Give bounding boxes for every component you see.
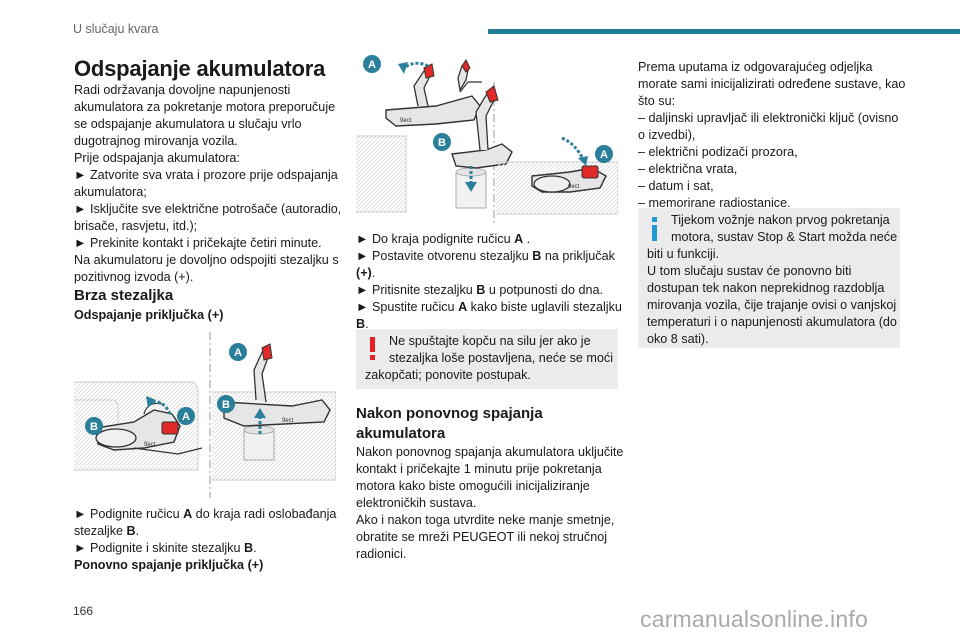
text-line: obratite se mreži PEUGEOT ili nekoj stru… bbox=[356, 530, 608, 544]
info-line: U tom slučaju sustav će ponovno biti bbox=[647, 264, 852, 278]
text-line: dugotrajnog mirovanja vozila. bbox=[74, 134, 238, 148]
text-line: ► Isključite sve električne potrošače (a… bbox=[74, 202, 342, 216]
text-line: Prije odspajanja akumulatora: bbox=[74, 151, 240, 165]
step-line: stezaljke B. bbox=[74, 524, 140, 538]
info-line: Tijekom vožnje nakon prvog pokretanja bbox=[671, 213, 890, 227]
warning-icon bbox=[370, 337, 375, 360]
text-line: elektroničkih sustava. bbox=[356, 496, 477, 510]
text-line: se odspajanje akumulatora u slučaju vrlo bbox=[74, 117, 302, 131]
info-note: Tijekom vožnje nakon prvog pokretanja mo… bbox=[638, 208, 900, 348]
svg-text:9ect: 9ect bbox=[144, 442, 156, 448]
callout-b: B bbox=[438, 137, 446, 149]
step-line: ► Spustite ručicu A kako biste uglavili … bbox=[356, 300, 622, 314]
watermark: carmanualsonline.info bbox=[640, 606, 868, 632]
info-line: motora, sustav Stop & Start možda neće bbox=[671, 230, 898, 244]
text-line: radionici. bbox=[356, 547, 407, 561]
callout-a: A bbox=[182, 411, 190, 423]
step-line: B. bbox=[356, 317, 369, 331]
page-number: 166 bbox=[73, 604, 94, 618]
section-label: U slučaju kvara bbox=[73, 22, 159, 36]
warning-line: stezaljka loše postavljena, neće se moći bbox=[389, 351, 614, 365]
step-line: ► Podignite ručicu A do kraja radi oslob… bbox=[74, 507, 337, 521]
text-line: Ako i nakon toga utvrdite neke manje sme… bbox=[356, 513, 615, 527]
text-line: kontakt i pričekajte 1 minutu prije pokr… bbox=[356, 462, 602, 476]
disconnect-heading: Odspajanje priključka (+) bbox=[74, 308, 224, 322]
text-line: akumulatora za pokretanje motora preporu… bbox=[74, 100, 336, 114]
text-line: što su: bbox=[638, 94, 676, 108]
callout-b: B bbox=[90, 421, 98, 433]
section-heading-after-reconnect: Nakon ponovnog spajanja akumulatora bbox=[356, 405, 543, 442]
step-line: ► Pritisnite stezaljku B u potpunosti do… bbox=[356, 283, 603, 297]
text-line: ► Prekinite kontakt i pričekajte četiri … bbox=[74, 236, 322, 250]
text-line: o izvedbi), bbox=[638, 128, 696, 142]
text-line: – daljinski upravljač ili elektronički k… bbox=[638, 111, 899, 125]
info-line: dostupan tek nakon neprekidnog razdoblja bbox=[647, 281, 885, 295]
info-line: biti u funkciji. bbox=[647, 247, 720, 261]
text-line: – električni podizači prozora, bbox=[638, 145, 798, 159]
text-line: Radi održavanja dovoljne napunjenosti bbox=[74, 83, 291, 97]
info-line: temperaturi i o napunjenosti akumulatora… bbox=[647, 315, 897, 329]
callout-b: B bbox=[222, 399, 230, 411]
figure-reconnect-clamp: 9ect A B 9ect A bbox=[356, 55, 618, 224]
svg-text:9ect: 9ect bbox=[568, 184, 580, 190]
step-line: ► Postavite otvorenu stezaljku B na prik… bbox=[356, 249, 615, 263]
text-line: Na akumulatoru je dovoljno odspojiti ste… bbox=[74, 253, 339, 267]
info-line: oko 8 sati). bbox=[647, 332, 709, 346]
text-line: – električna vrata, bbox=[638, 162, 738, 176]
subheading-quick-clamp: Brza stezaljka bbox=[74, 287, 174, 304]
warning-note: Ne spuštajte kopču na silu jer ako je st… bbox=[356, 329, 618, 389]
info-line: mirovanja vozila, čije trajanje ovisi o … bbox=[647, 298, 897, 312]
text-line: akumulatora; bbox=[74, 185, 147, 199]
warning-line: zakopčati; ponovite postupak. bbox=[365, 368, 531, 382]
text-line: Prema uputama iz odgovarajućeg odjeljka bbox=[638, 60, 873, 74]
text-line: – memorirane radiostanice. bbox=[638, 196, 791, 210]
text-line: – datum i sat, bbox=[638, 179, 714, 193]
warning-line: Ne spuštajte kopču na silu jer ako je bbox=[389, 334, 591, 348]
step-line: (+). bbox=[356, 266, 376, 280]
text-line: Nakon ponovnog spajanja akumulatora uklj… bbox=[356, 445, 624, 459]
step-line: ► Do kraja podignite ručicu A . bbox=[356, 232, 531, 246]
reconnect-heading: Ponovno spajanje priključka (+) bbox=[74, 558, 264, 572]
text-line: morate sami inicijalizirati određene sus… bbox=[638, 77, 906, 91]
text-line: ► Zatvorite sva vrata i prozore prije od… bbox=[74, 168, 338, 182]
svg-text:9ect: 9ect bbox=[282, 418, 294, 424]
page-title: Odspajanje akumulatora bbox=[74, 56, 326, 81]
text-line: brisače, rasvjetu, itd.); bbox=[74, 219, 198, 233]
svg-text:9ect: 9ect bbox=[400, 118, 412, 124]
text-line: motora kako biste omogućili inicijalizir… bbox=[356, 479, 590, 493]
info-icon bbox=[652, 217, 657, 241]
text-line: pozitivnog izvoda (+). bbox=[74, 270, 194, 284]
figure-disconnect-clamp: 9ect A B 9ect A B bbox=[74, 332, 336, 498]
callout-a: A bbox=[368, 59, 376, 71]
step-line: ► Podignite i skinite stezaljku B. bbox=[74, 541, 257, 555]
callout-a: A bbox=[600, 149, 608, 161]
header-accent-bar bbox=[488, 29, 960, 34]
callout-a: A bbox=[234, 347, 242, 359]
